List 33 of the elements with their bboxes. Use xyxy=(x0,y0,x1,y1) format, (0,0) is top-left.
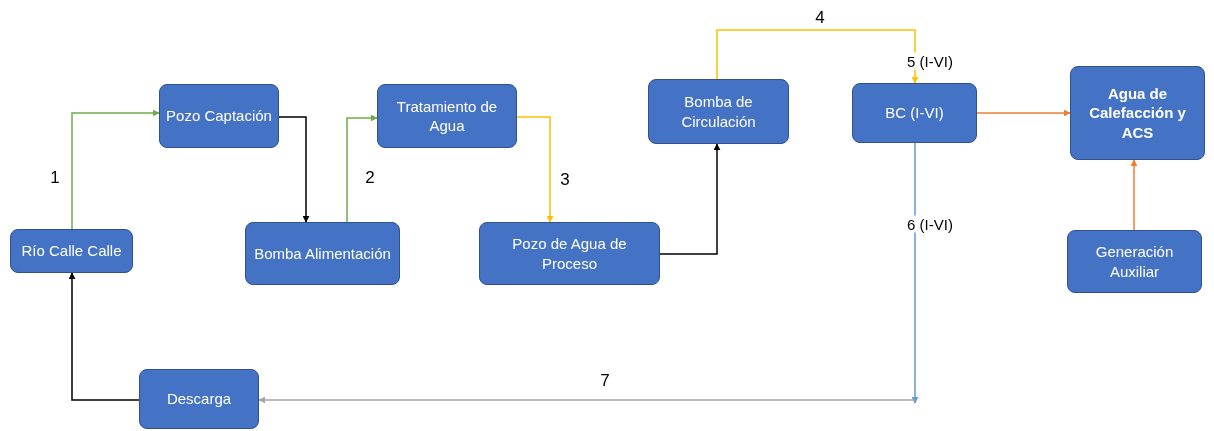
node-label: Pozo Captación xyxy=(166,106,272,126)
arrow xyxy=(278,116,310,223)
arrow xyxy=(258,396,916,404)
node-label: Río Calle Calle xyxy=(21,241,122,261)
node-label: Generación Auxiliar xyxy=(1094,242,1175,281)
arrow xyxy=(71,109,160,230)
node-label: Bomba de Circulación xyxy=(680,92,757,131)
process-box xyxy=(1067,230,1202,293)
arrow xyxy=(911,142,919,404)
process-box xyxy=(377,84,517,148)
process-box xyxy=(159,84,279,148)
arrow xyxy=(976,109,1071,117)
node-label: BC (I-VI) xyxy=(885,103,944,123)
arrow xyxy=(659,143,721,255)
process-box xyxy=(139,369,259,429)
node-label: Descarga xyxy=(166,389,232,409)
process-box xyxy=(1070,66,1205,160)
flow-label: 5 (I-VI) xyxy=(905,52,955,70)
process-box xyxy=(10,229,133,273)
process-box xyxy=(479,222,660,285)
process-box xyxy=(648,79,789,144)
process-box xyxy=(852,83,977,143)
arrow xyxy=(1130,159,1138,231)
arrow xyxy=(68,272,140,401)
node-label: Bomba Alimentación xyxy=(254,243,391,264)
arrow xyxy=(346,114,378,223)
node-label: Tratamiento de Agua xyxy=(395,96,499,136)
arrow xyxy=(516,116,554,223)
node-label: Pozo de Agua de Proceso xyxy=(511,234,628,273)
edge-label: 6 (I-VI) xyxy=(905,215,955,233)
node-label: Agua de Calefacción y ACS xyxy=(1088,83,1187,143)
arrow xyxy=(716,29,919,84)
process-box xyxy=(245,222,400,285)
